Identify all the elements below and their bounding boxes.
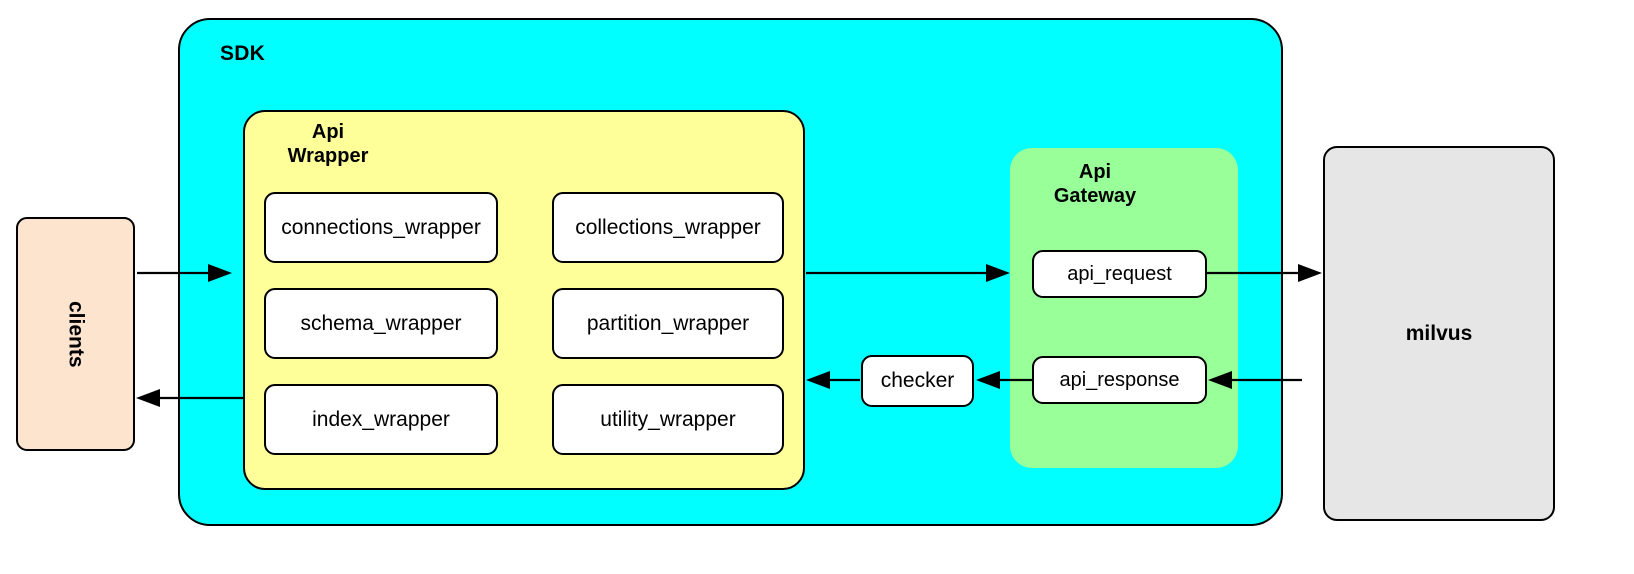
node-connections-wrapper[interactable]: connections_wrapper [264,192,498,263]
node-partition-wrapper[interactable]: partition_wrapper [552,288,784,359]
clients-label: clients [64,300,88,368]
node-schema-wrapper[interactable]: schema_wrapper [264,288,498,359]
node-index-wrapper[interactable]: index_wrapper [264,384,498,455]
node-label: checker [880,369,955,392]
api-gateway-container[interactable]: Api Gateway [1010,148,1238,468]
node-label: partition_wrapper [586,311,750,335]
node-label: collections_wrapper [575,215,761,239]
node-label: api_response [1059,368,1180,391]
node-utility-wrapper[interactable]: utility_wrapper [552,384,784,455]
sdk-label: SDK [220,42,265,65]
node-collections-wrapper[interactable]: collections_wrapper [552,192,784,263]
node-api-response[interactable]: api_response [1032,356,1207,404]
milvus-label: milvus [1405,321,1473,345]
node-label: index_wrapper [312,407,450,431]
node-label: utility_wrapper [600,407,736,431]
api-wrapper-label: Api Wrapper [287,121,369,168]
node-label: connections_wrapper [281,215,481,239]
node-checker[interactable]: checker [861,355,974,407]
node-label: api_request [1067,262,1172,285]
api-gateway-label: Api Gateway [1053,161,1137,208]
clients-node[interactable]: clients [16,217,135,451]
milvus-node[interactable]: milvus [1323,146,1555,521]
node-label: schema_wrapper [300,311,462,335]
node-api-request[interactable]: api_request [1032,250,1207,298]
